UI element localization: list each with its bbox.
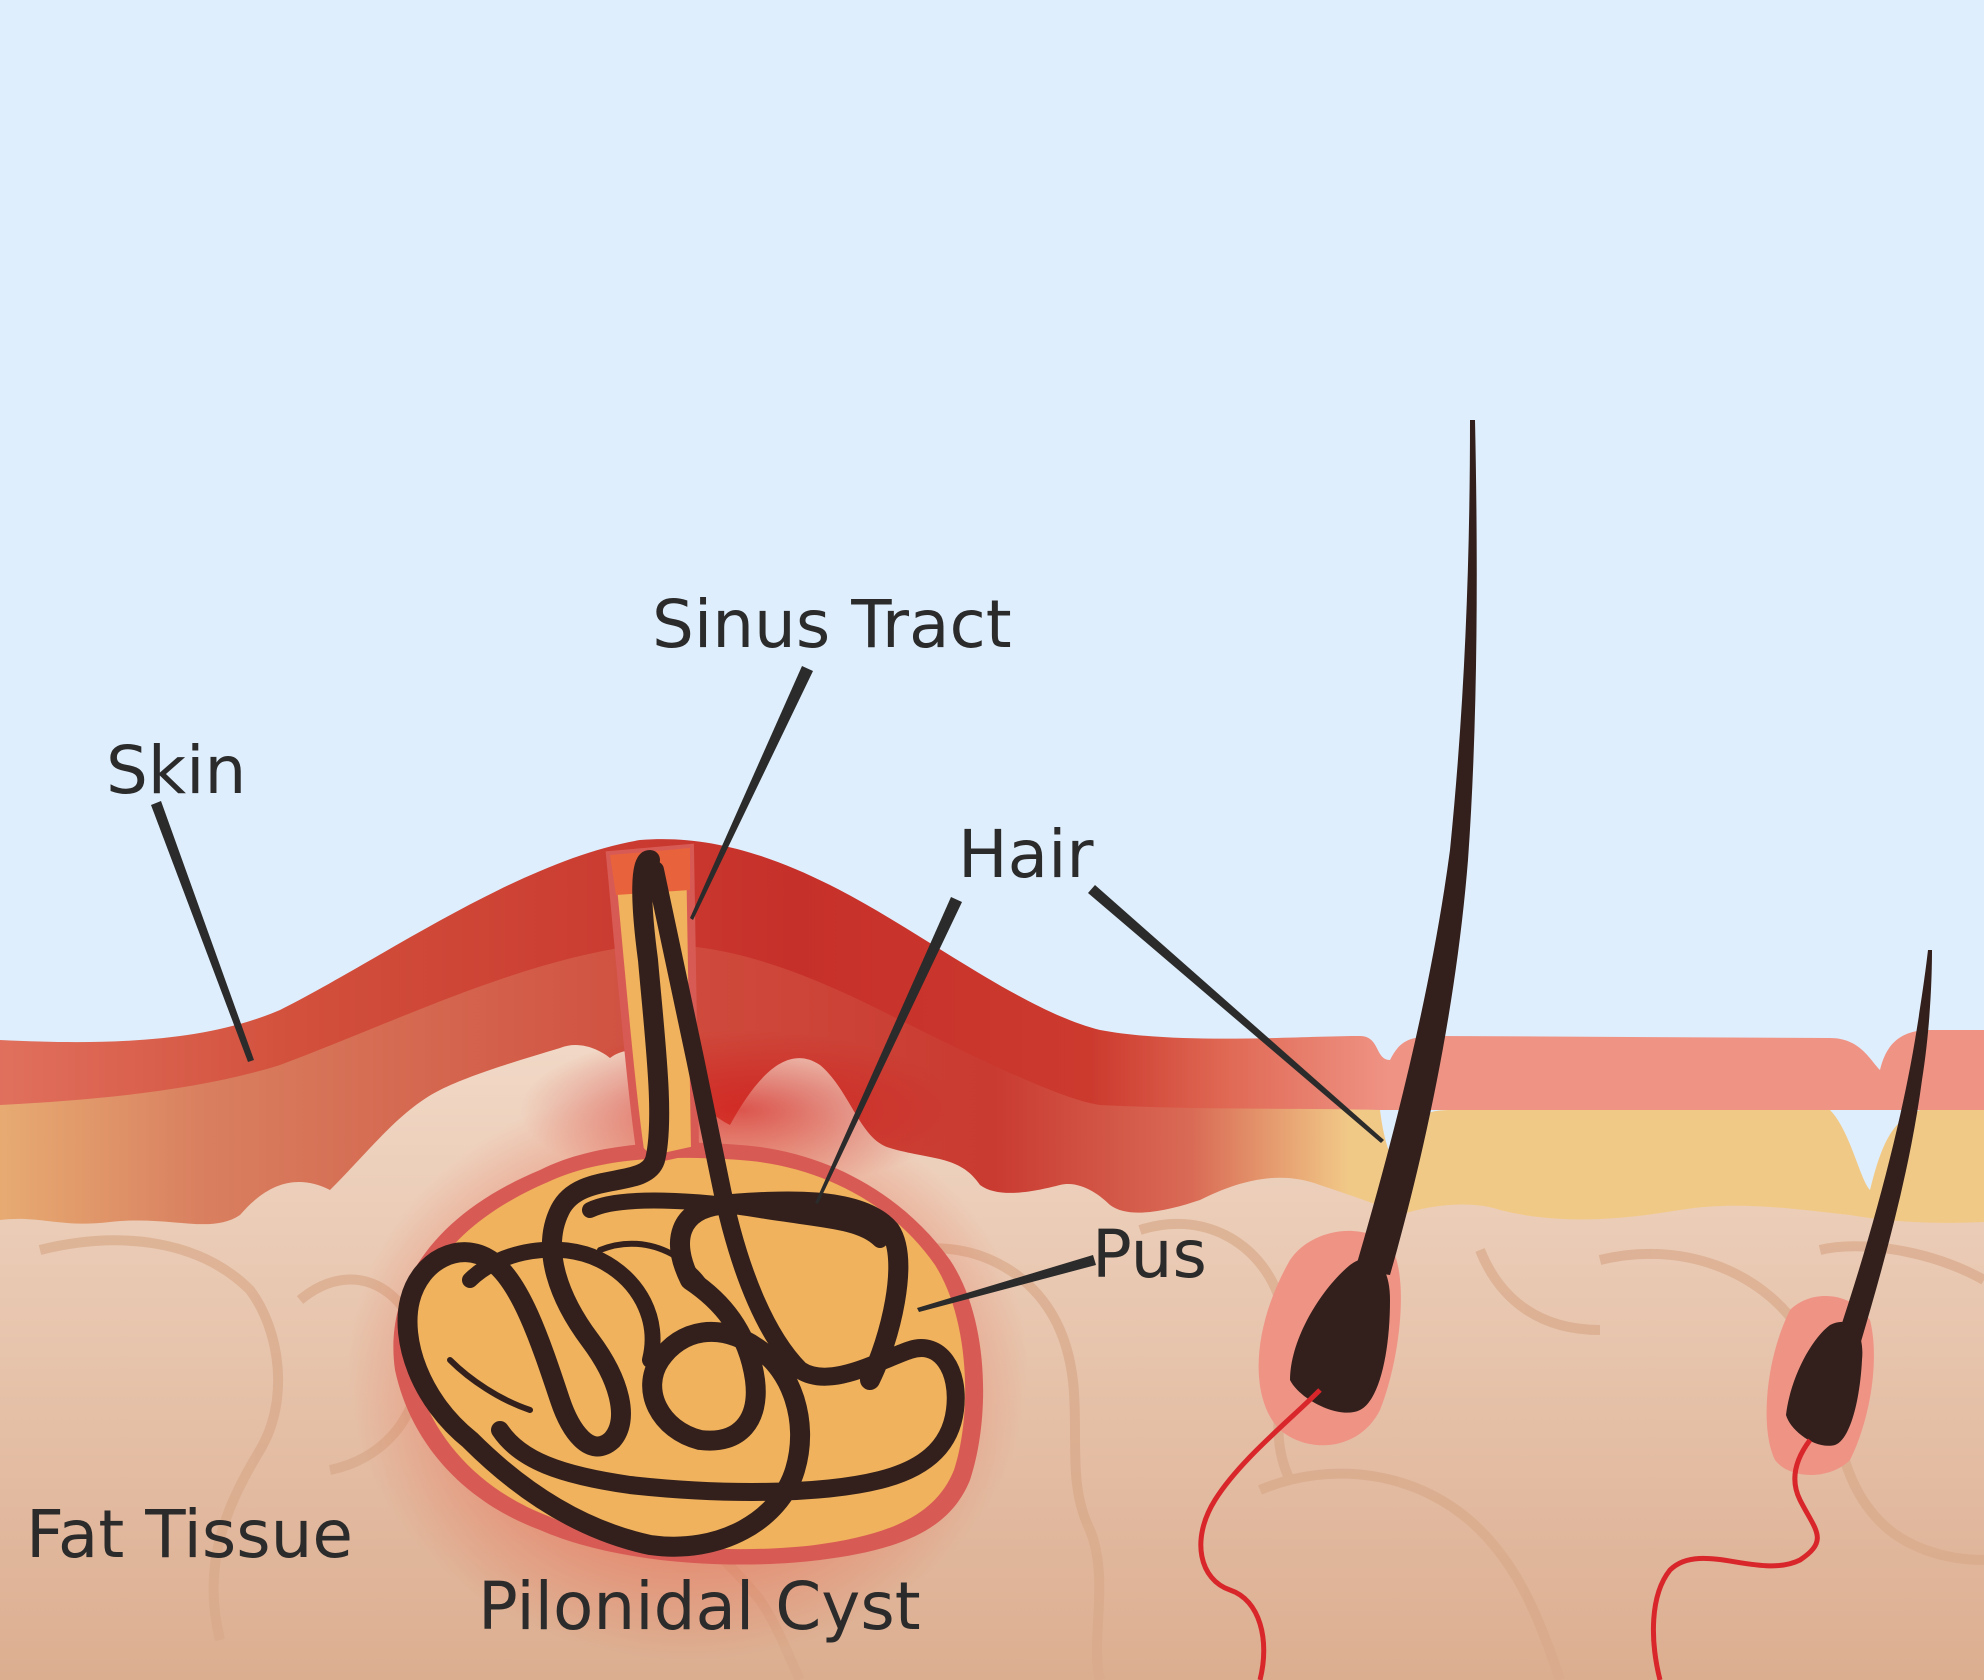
blood-vessel-1 bbox=[1198, 1388, 1322, 1680]
hair-shaft-1 bbox=[1355, 420, 1477, 1275]
label-pus: Pus bbox=[1092, 1216, 1207, 1293]
skin-pointer bbox=[151, 801, 254, 1062]
label-pilonidal-cyst: Pilonidal Cyst bbox=[478, 1568, 921, 1645]
hair-follicle-2 bbox=[1651, 950, 1932, 1680]
pus-pointer bbox=[917, 1255, 1096, 1312]
label-fat-tissue: Fat Tissue bbox=[26, 1496, 354, 1573]
label-skin: Skin bbox=[106, 732, 247, 809]
label-sinus-tract: Sinus Tract bbox=[652, 586, 1012, 663]
sinus-tract-pointer bbox=[690, 666, 813, 920]
blood-vessel-2 bbox=[1651, 1438, 1820, 1680]
ingrown-hair-tangle bbox=[397, 850, 965, 1557]
label-hair: Hair bbox=[958, 816, 1094, 893]
hair-pointer-right bbox=[1088, 885, 1384, 1143]
label-pointers bbox=[151, 666, 1384, 1312]
hair-pointer-left bbox=[815, 897, 962, 1204]
hair-follicle-1 bbox=[1198, 420, 1477, 1680]
